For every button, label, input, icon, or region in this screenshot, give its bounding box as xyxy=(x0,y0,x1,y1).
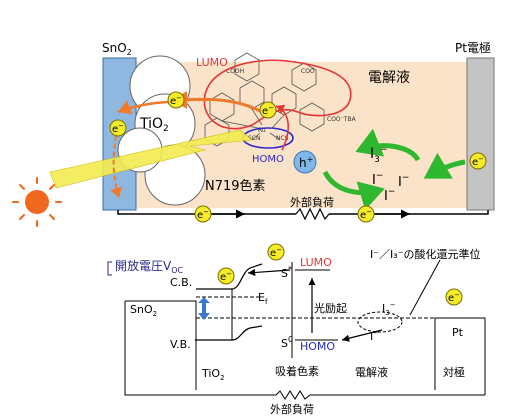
voc-double-arrow xyxy=(198,297,210,320)
lumo-level-label: LUMO xyxy=(300,256,332,269)
pt-electrode xyxy=(466,57,495,211)
conduction-band-label: C.B. xyxy=(170,276,192,289)
sno2-electrode-outline xyxy=(125,300,197,390)
hole-marker xyxy=(293,150,317,174)
electrolyte-label: 電解液 xyxy=(368,70,410,86)
regeneration-arrow-bottom xyxy=(322,170,385,211)
electron-transfer-arrow-2 xyxy=(117,100,173,115)
svg-text:e−: e− xyxy=(472,155,484,168)
pt-counter-electrode-outline xyxy=(434,317,486,395)
electron-marker: e− xyxy=(217,267,235,285)
electron-marker: e− xyxy=(469,152,487,170)
svg-text:e−: e− xyxy=(262,104,274,117)
electron-marker: e− xyxy=(267,243,285,261)
redox-label-pointer xyxy=(409,259,441,316)
injection-arrow xyxy=(247,268,291,277)
electron-marker: e− xyxy=(194,205,212,223)
fermi-level-label: Ef xyxy=(258,291,268,306)
molecule-scn-label: SCN xyxy=(248,135,261,142)
electron-collection-arrow xyxy=(110,127,122,199)
iodide-label-1: I− xyxy=(372,171,383,188)
bottom-panel: 開放電圧VOC SnO2 C.B. V.B. Ef S* LUMO S0 H xyxy=(107,243,486,416)
homo-label: HOMO xyxy=(252,154,284,165)
triiodide-level-label: I3− xyxy=(382,301,396,317)
electrolyte-axis-label: 電解液 xyxy=(355,365,388,379)
molecule-ncs-label: NCS xyxy=(276,135,289,142)
sno2-level-label: SnO2 xyxy=(130,303,157,318)
lumo-label: LUMO xyxy=(196,56,228,69)
hole-label: h+ xyxy=(299,155,313,170)
excited-state-label: S* xyxy=(281,265,292,280)
electron-marker: e− xyxy=(167,91,185,109)
pt-reduction-arrow xyxy=(423,152,466,179)
iodide-label-2: I− xyxy=(398,173,409,190)
redox-level-label: I⁻／I₃⁻の酸化還元準位 xyxy=(370,247,481,261)
open-circuit-voltage-label: 開放電圧VOC xyxy=(115,258,184,275)
svg-text:e−: e− xyxy=(220,270,232,283)
bottom-circuit-resistor xyxy=(275,390,311,400)
tio2-label: TiO2 xyxy=(139,116,169,134)
pt-label: Pt xyxy=(452,326,464,339)
iodide-label-3: I− xyxy=(384,187,395,204)
molecule-cootba-label: COO⁻TBA xyxy=(327,116,357,123)
external-circuit-resistor xyxy=(295,207,330,221)
external-load-label: 外部負荷 xyxy=(290,195,334,209)
iodide-level-label: I− xyxy=(370,329,379,343)
svg-text:e−: e− xyxy=(448,291,460,304)
bottom-circuit-wire xyxy=(124,301,276,396)
electron-marker: e− xyxy=(357,205,375,223)
electron-marker: e− xyxy=(109,119,127,137)
svg-text:e−: e− xyxy=(112,122,124,135)
electron-marker: e− xyxy=(445,288,463,306)
lumo-orbital-outline xyxy=(203,59,352,130)
redox-cycle xyxy=(357,311,403,333)
valence-band-line xyxy=(195,325,263,341)
electron-marker: e− xyxy=(259,101,277,119)
sno2-label: SnO2 xyxy=(102,41,132,57)
molecule-cooh-label-2: COO xyxy=(301,68,315,75)
svg-text:e−: e− xyxy=(270,246,282,259)
sun-icon xyxy=(12,177,62,227)
molecule-ru-label: Ru xyxy=(258,127,266,134)
counter-electrode-label: 対極 xyxy=(443,365,465,379)
adsorbed-dye-label: 吸着色素 xyxy=(275,364,319,378)
triiodide-label: I3− xyxy=(370,145,387,165)
pt-electrode-label: Pt電極 xyxy=(455,40,491,55)
svg-text:e−: e− xyxy=(360,208,372,221)
valence-band-label: V.B. xyxy=(170,338,191,351)
molecule-cooh-label-1: COOH xyxy=(226,68,244,75)
svg-text:e−: e− xyxy=(170,94,182,107)
ground-state-label: S0 xyxy=(281,335,293,350)
homo-level-label: HOMO xyxy=(300,340,335,353)
svg-text:e−: e− xyxy=(197,208,209,221)
photoexcitation-label: 光励起 xyxy=(314,301,347,315)
light-beam xyxy=(49,129,253,189)
excitation-arrow xyxy=(275,104,289,151)
regeneration-arrow-top xyxy=(355,128,421,162)
voc-bracket xyxy=(107,261,112,276)
conduction-band-line xyxy=(196,263,263,290)
bottom-external-load-label: 外部負荷 xyxy=(270,402,314,416)
dye-label: N719色素 xyxy=(205,178,266,194)
top-panel: COOH COO COO⁻TBA Ru SCN NCS LUMO HOMO xyxy=(12,40,495,227)
tio2-axis-label: TiO2 xyxy=(201,367,225,382)
